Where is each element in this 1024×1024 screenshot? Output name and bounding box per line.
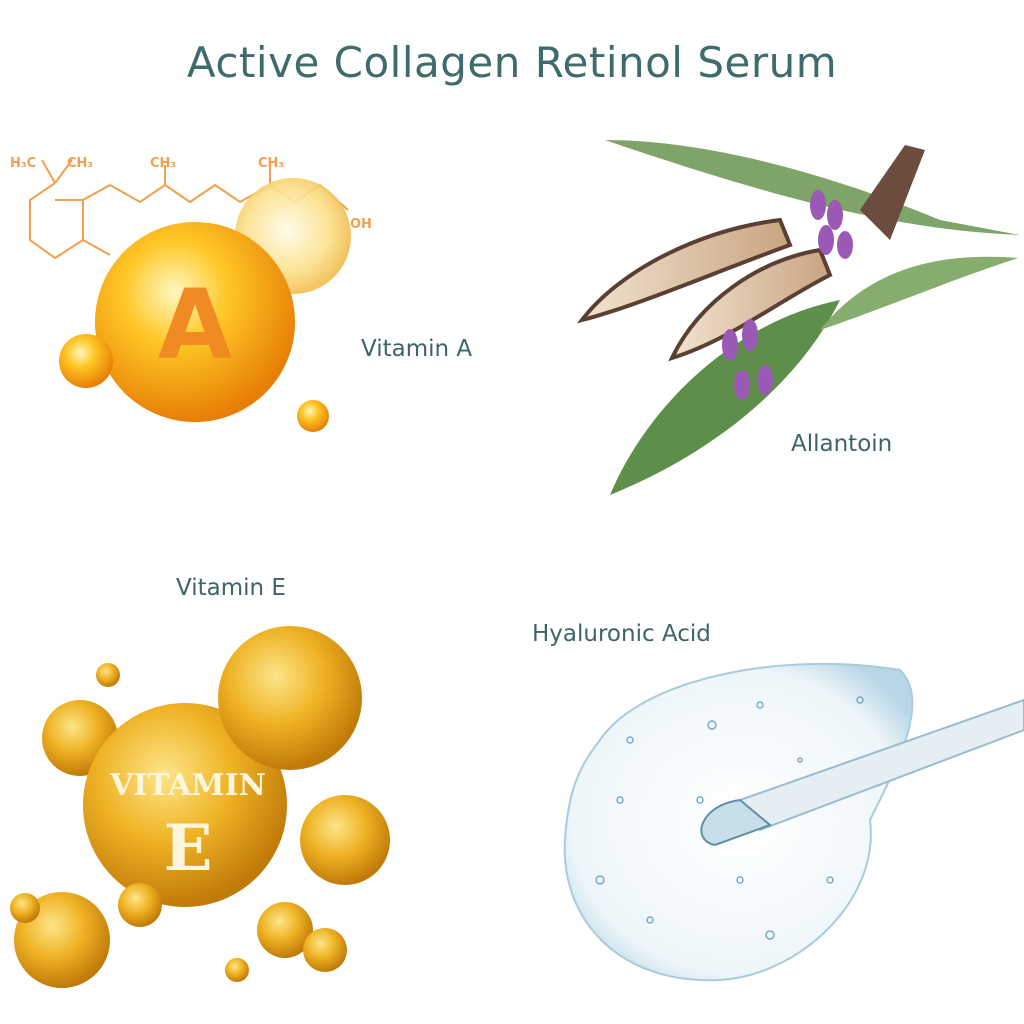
vitamin-e-main-bubble — [83, 703, 287, 907]
ingredient-label-vitamin-e: Vitamin E — [176, 575, 286, 601]
ingredient-label-vitamin-a: Vitamin A — [361, 336, 473, 362]
vitamin-e-illustration: VITAMIN E — [10, 626, 390, 988]
formula-label: CH₃ — [67, 156, 93, 171]
formula-label: OH — [350, 217, 372, 232]
vitamin-e-badge-letter: E — [164, 811, 213, 886]
formula-label: H₃C — [10, 156, 36, 171]
hyaluronic-illustration — [563, 662, 1024, 982]
ingredient-label-allantoin: Allantoin — [791, 431, 893, 457]
page-title: Active Collagen Retinol Serum — [186, 38, 838, 87]
capsule-bubble — [95, 222, 295, 422]
formula-label: CH₃ — [150, 156, 176, 171]
capsule-bubble — [59, 334, 113, 388]
ingredient-label-hyaluronic-acid: Hyaluronic Acid — [532, 621, 711, 647]
vitamin-a-illustration: H₃C CH₃ CH₃ CH₃ OH A — [10, 156, 372, 432]
capsule-bubble — [297, 400, 329, 432]
vitamin-a-letter: A — [158, 269, 232, 381]
formula-label: CH₃ — [258, 156, 284, 171]
vitamin-e-badge-text: VITAMIN — [109, 768, 266, 803]
allantoin-illustration — [576, 140, 1020, 495]
